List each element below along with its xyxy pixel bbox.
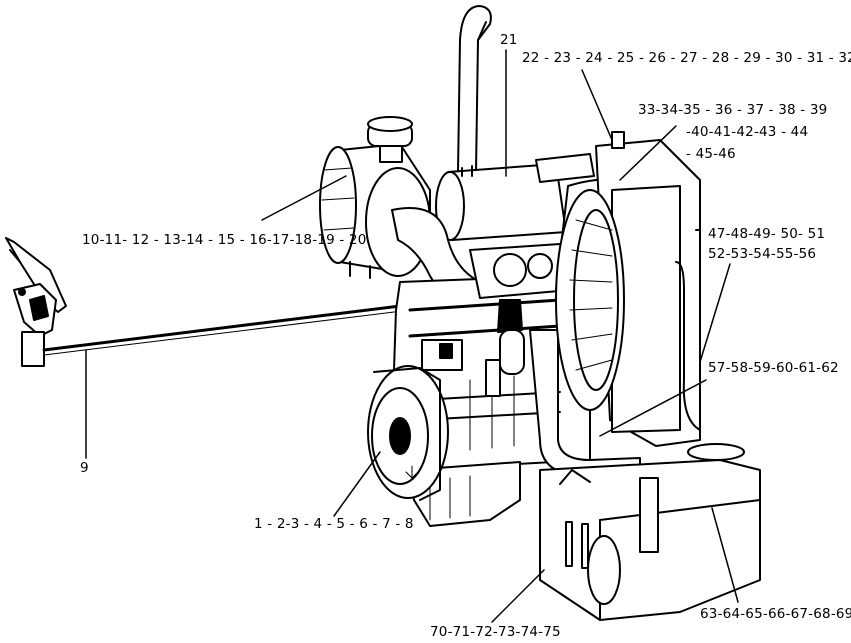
label-47-51: 47-48-49- 50- 51: [708, 226, 826, 242]
leader-lines: [86, 50, 738, 622]
fuel-tank: [540, 444, 760, 620]
flywheel-housing: [368, 366, 448, 500]
label-57-62: 57-58-59-60-61-62: [708, 360, 839, 376]
label-10-20: 10-11- 12 - 13-14 - 15 - 16-17-18-19 - 2…: [82, 232, 367, 248]
throttle-cable: [44, 306, 402, 355]
label-40-44: -40-41-42-43 - 44: [686, 124, 809, 140]
label-22-32: 22 - 23 - 24 - 25 - 26 - 27 - 28 - 29 - …: [522, 50, 851, 66]
arrow-mark: [406, 466, 418, 478]
label-1-8: 1 - 2-3 - 4 - 5 - 6 - 7 - 8: [254, 516, 414, 532]
label-45-46: - 45-46: [686, 146, 736, 162]
label-70-75: 70-71-72-73-74-75: [430, 624, 561, 640]
radiator: [556, 132, 700, 446]
accelerator-pedal: [6, 238, 66, 366]
label-33-39: 33-34-35 - 36 - 37 - 38 - 39: [638, 102, 828, 118]
label-52-56: 52-53-54-55-56: [708, 246, 817, 262]
air-cleaner: [320, 117, 430, 278]
label-63-69: 63-64-65-66-67-68-69: [700, 606, 851, 622]
label-21: 21: [500, 32, 518, 48]
label-9: 9: [80, 460, 89, 476]
exhaust-stack: [458, 6, 491, 172]
